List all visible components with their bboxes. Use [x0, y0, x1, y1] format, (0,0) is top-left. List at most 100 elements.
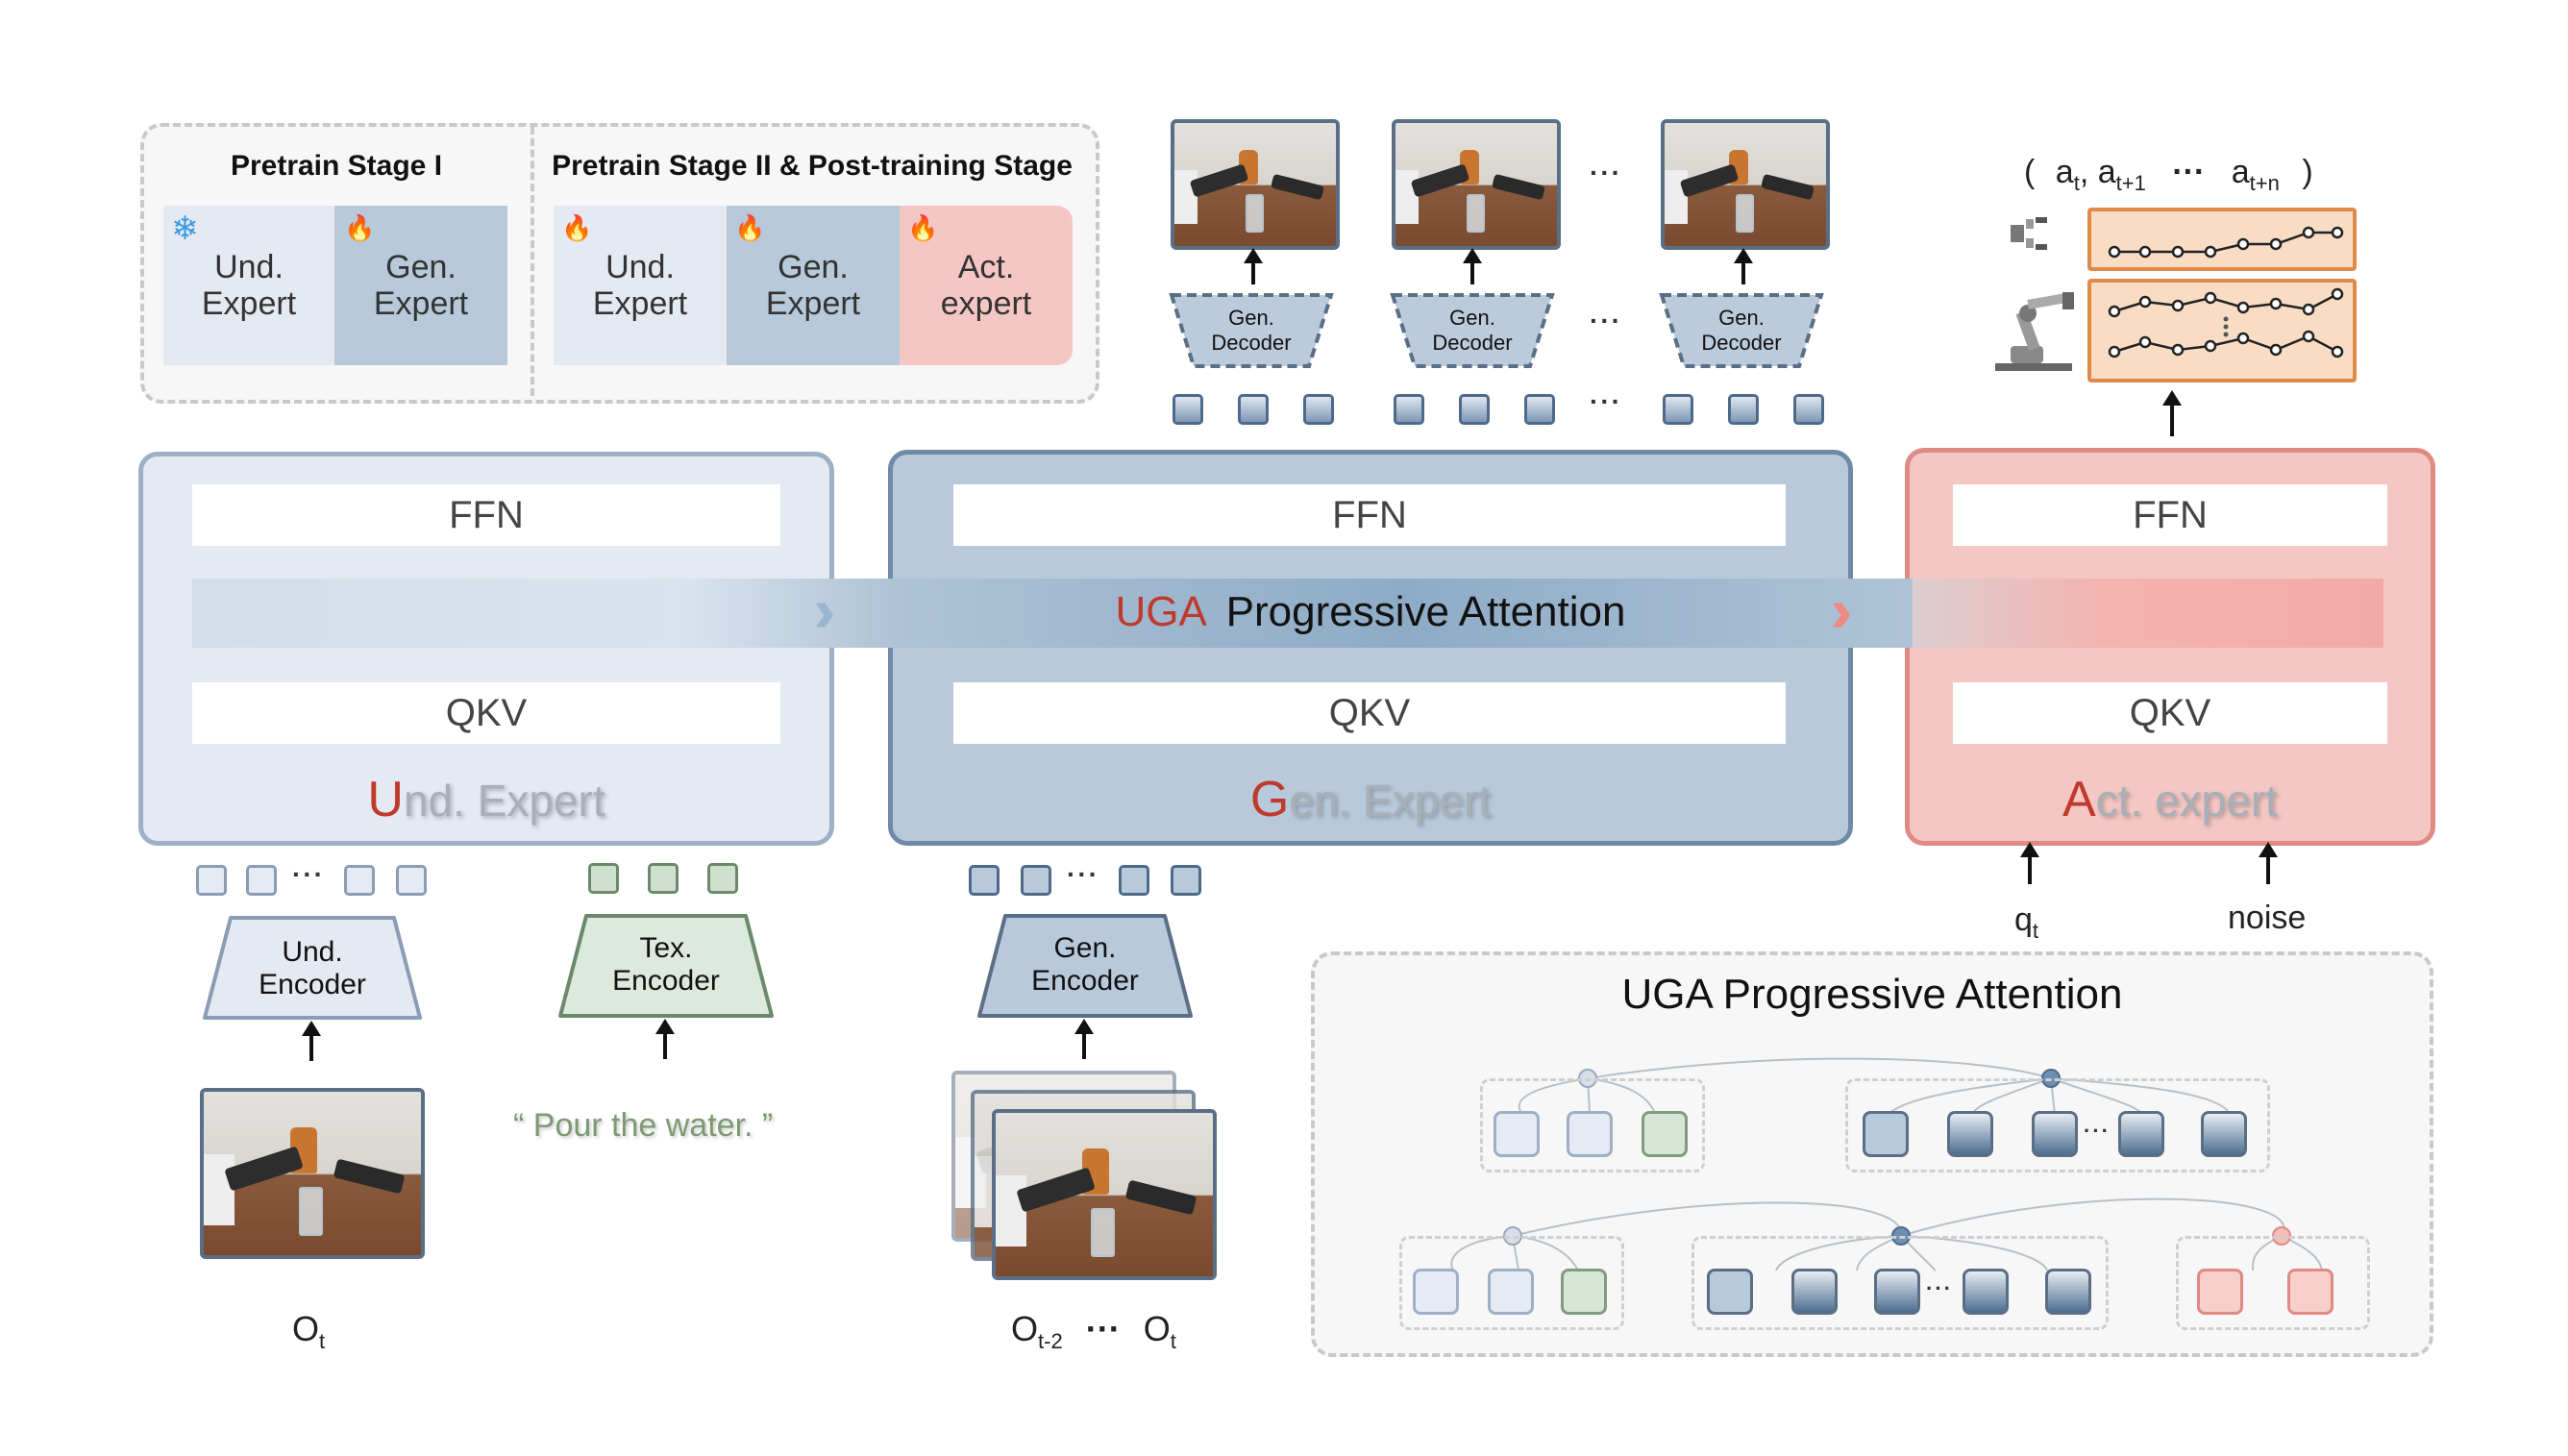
und-token — [246, 865, 277, 896]
flame-icon: 🔥 — [344, 213, 376, 242]
gen-node — [1874, 1269, 1920, 1315]
arrow-q-to-act — [2020, 842, 2039, 884]
gen-ffn: FFN — [953, 484, 1786, 546]
generated-frame-1 — [1171, 119, 1340, 250]
und-encoder: Und. Encoder — [202, 915, 423, 1021]
robot-arm-icon — [1995, 292, 2074, 371]
gripper-icon — [2011, 217, 2047, 250]
und-token — [344, 865, 375, 896]
act-node — [2287, 1269, 2333, 1315]
arrow-instruction-to-tex-encoder — [655, 1019, 675, 1059]
stage2-gen-expert: Gen. Expert — [727, 206, 900, 365]
stage2-act-expert: Act. expert — [900, 206, 1073, 365]
decoder-token — [1394, 394, 1424, 425]
stage1-gen-expert: Gen. Expert — [334, 206, 507, 365]
proprio-state-label: qt — [2014, 901, 2039, 943]
noise-label: noise — [2228, 900, 2307, 936]
generated-frame-2 — [1392, 119, 1561, 250]
decoder-token — [1238, 394, 1269, 425]
gen-nodes-ellipsis: ··· — [2084, 1119, 2111, 1143]
gen-decoder-1: Gen. Decoder — [1169, 292, 1334, 369]
attention-group-und-row1 — [1480, 1078, 1705, 1172]
gripper-action-plot — [2087, 208, 2357, 271]
decoder-token — [1303, 394, 1334, 425]
gen-decoder-2: Gen. Decoder — [1390, 292, 1555, 369]
gen-node — [1947, 1111, 1993, 1157]
tex-token — [588, 863, 619, 894]
tex-encoder: Tex. Encoder — [557, 913, 775, 1019]
und-token — [396, 865, 427, 896]
attention-panel-title: UGA Progressive Attention — [1621, 971, 2123, 1018]
arrow-act-to-output — [2162, 390, 2182, 436]
stage1-und-expert: Und. Expert — [163, 206, 334, 365]
und-node — [1413, 1269, 1459, 1315]
tex-token — [707, 863, 738, 894]
arrow-decoder-to-frame-2 — [1463, 248, 1482, 284]
attention-band-act — [1913, 579, 2383, 648]
arrow-obs-to-und-encoder — [302, 1021, 321, 1061]
tex-node — [1561, 1269, 1607, 1315]
gen-node — [2045, 1269, 2091, 1315]
attention-group-act-row2 — [2176, 1236, 2370, 1330]
observation-image — [200, 1088, 425, 1259]
stage2-und-expert: Und. Expert — [554, 206, 727, 365]
und-tokens-ellipsis: ··· — [292, 859, 325, 889]
decoder-token — [1728, 394, 1759, 425]
attention-band-und — [192, 579, 894, 648]
arm-action-plot — [2087, 279, 2357, 383]
observation-label: Ot — [292, 1309, 326, 1354]
tex-token — [648, 863, 679, 894]
und-node — [1494, 1111, 1540, 1157]
history-frame-front — [992, 1109, 1217, 1280]
gen-expert-name: Gen. Expert — [1249, 772, 1492, 827]
attention-group-und-row2 — [1399, 1236, 1624, 1330]
decoder-token — [1459, 394, 1490, 425]
arrow-decoder-to-frame-3 — [1734, 248, 1753, 284]
generated-frame-3 — [1661, 119, 1830, 250]
attention-band-gen — [894, 579, 1913, 648]
stage-divider — [531, 127, 534, 396]
gen-token — [1021, 865, 1051, 896]
decoder-token — [1663, 394, 1693, 425]
arrow-noise-to-act — [2259, 842, 2278, 884]
gen-node — [1963, 1269, 2009, 1315]
decoders-ellipsis: ··· — [1590, 306, 1622, 335]
gen-node — [2118, 1111, 2164, 1157]
frames-ellipsis: ··· — [1590, 158, 1622, 187]
stage1-title: Pretrain Stage I — [230, 150, 443, 182]
flame-icon: 🔥 — [734, 213, 766, 242]
stage2-title: Pretrain Stage II & Post-training Stage — [552, 150, 1073, 182]
gen-token — [969, 865, 1000, 896]
flame-icon: 🔥 — [561, 213, 593, 242]
decoder-tokens-ellipsis: ··· — [1590, 386, 1622, 416]
history-frames-label: Ot-2 ··· Ot — [1011, 1309, 1176, 1354]
gen-tokens-ellipsis: ··· — [1067, 859, 1099, 889]
arrow-frames-to-gen-encoder — [1074, 1019, 1094, 1059]
flame-icon: 🔥 — [907, 213, 939, 242]
gen-node — [1863, 1111, 1909, 1157]
und-token — [196, 865, 227, 896]
act-expert-name: Act. expert — [2062, 772, 2278, 827]
act-ffn: FFN — [1953, 484, 2387, 546]
gen-qkv: QKV — [953, 682, 1786, 744]
und-ffn: FFN — [192, 484, 780, 546]
snowflake-icon: ❄ — [171, 210, 199, 247]
attention-group-gen-row1 — [1845, 1078, 2270, 1172]
und-qkv: QKV — [192, 682, 780, 744]
arrow-decoder-to-frame-1 — [1244, 248, 1263, 284]
gen-node — [2201, 1111, 2247, 1157]
gen-token — [1119, 865, 1149, 896]
decoder-token — [1793, 394, 1824, 425]
tex-node — [1642, 1111, 1688, 1157]
und-node — [1488, 1269, 1534, 1315]
gen-nodes-ellipsis: ··· — [1926, 1276, 1953, 1300]
gen-token — [1171, 865, 1201, 896]
act-qkv: QKV — [1953, 682, 2387, 744]
decoder-token — [1524, 394, 1555, 425]
und-node — [1567, 1111, 1613, 1157]
attention-group-gen-row2 — [1691, 1236, 2109, 1330]
gen-decoder-3: Gen. Decoder — [1659, 292, 1824, 369]
attention-band-title: UGA Progressive Attention — [1115, 588, 1626, 635]
gen-node — [1791, 1269, 1838, 1315]
gen-node — [1707, 1269, 1753, 1315]
